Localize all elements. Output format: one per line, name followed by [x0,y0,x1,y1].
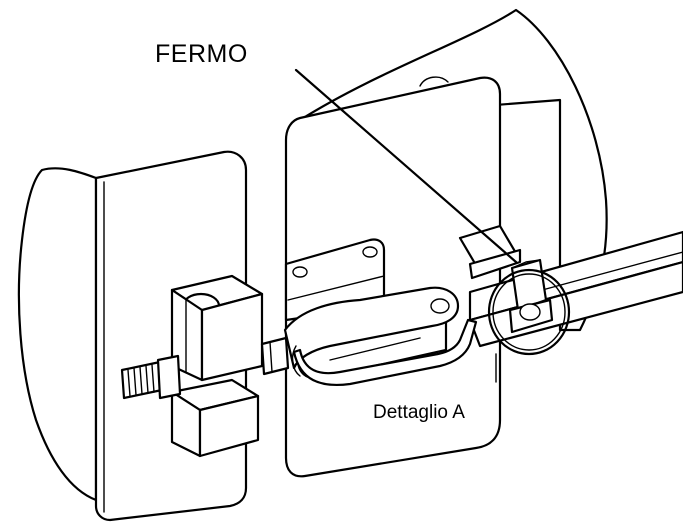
fermo-leader-line [294,68,518,264]
left-door-back-sheet [17,167,98,502]
clamp-block [170,274,264,458]
keeper-hook [458,224,548,312]
fermo-label: FERMO [155,40,248,68]
detail-a-label: Dettaglio A [373,402,465,423]
toggle-latch [283,286,478,386]
threaded-bolt [120,336,290,400]
detail-a-circle [487,268,571,383]
